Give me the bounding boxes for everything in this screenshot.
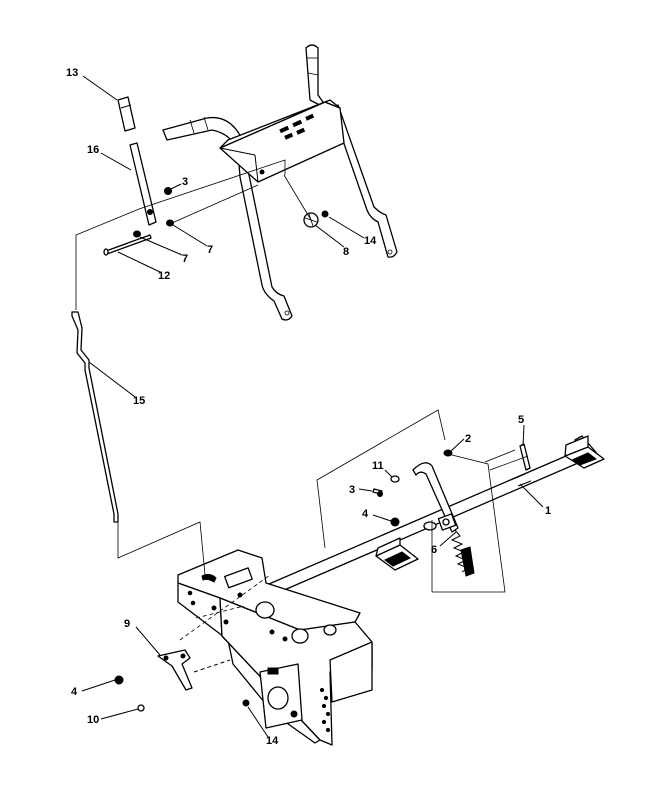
callout-labels: 13 16 3 7 7 12 8 14 15 5 2 11 3 1 4 6 9 … <box>66 67 551 747</box>
bushing <box>423 521 437 531</box>
callout-13: 13 <box>66 67 78 79</box>
callout-9: 9 <box>124 618 130 630</box>
part-3-upper <box>164 187 172 195</box>
part-4-lower <box>114 675 124 685</box>
bracket-dashed-link <box>193 659 231 673</box>
callout-7-right: 7 <box>207 244 213 256</box>
nut-14-upper <box>321 210 329 218</box>
callout-7-lower: 7 <box>182 253 188 265</box>
leader-lines <box>81 75 544 738</box>
callout-3-upper: 3 <box>182 176 188 188</box>
part-7-washers <box>133 219 174 238</box>
cross-shaft <box>261 435 605 598</box>
part-4-upper <box>390 517 400 527</box>
bolt-12 <box>103 234 152 256</box>
shift-lever <box>129 142 157 226</box>
callout-5: 5 <box>518 414 524 426</box>
washer-11 <box>390 475 400 483</box>
assembly-lines <box>75 159 529 593</box>
callout-4-lower: 4 <box>71 686 78 698</box>
callout-2: 2 <box>465 433 471 445</box>
callout-16: 16 <box>87 144 99 156</box>
callout-8: 8 <box>343 246 349 258</box>
callout-14-upper: 14 <box>364 235 377 247</box>
part-3-lower <box>372 488 383 497</box>
callout-12: 12 <box>158 270 170 282</box>
callout-6: 6 <box>431 544 437 556</box>
pedal-left <box>375 537 419 571</box>
callout-3-lower: 3 <box>349 484 355 496</box>
handlebar-assembly <box>162 44 398 321</box>
bracket-9 <box>157 649 193 691</box>
spring-6 <box>450 529 475 577</box>
shift-arm <box>412 462 459 533</box>
frame-housing <box>177 549 373 746</box>
callout-4-upper: 4 <box>362 508 369 520</box>
callout-14-lower: 14 <box>266 735 279 747</box>
callout-11: 11 <box>372 460 384 472</box>
screw-10 <box>137 704 145 712</box>
callout-15: 15 <box>133 395 145 407</box>
callout-1: 1 <box>545 505 551 517</box>
callout-10: 10 <box>87 714 99 726</box>
shift-rod <box>71 311 119 523</box>
nut-14-lower <box>242 699 250 707</box>
handle-grip <box>117 96 136 132</box>
